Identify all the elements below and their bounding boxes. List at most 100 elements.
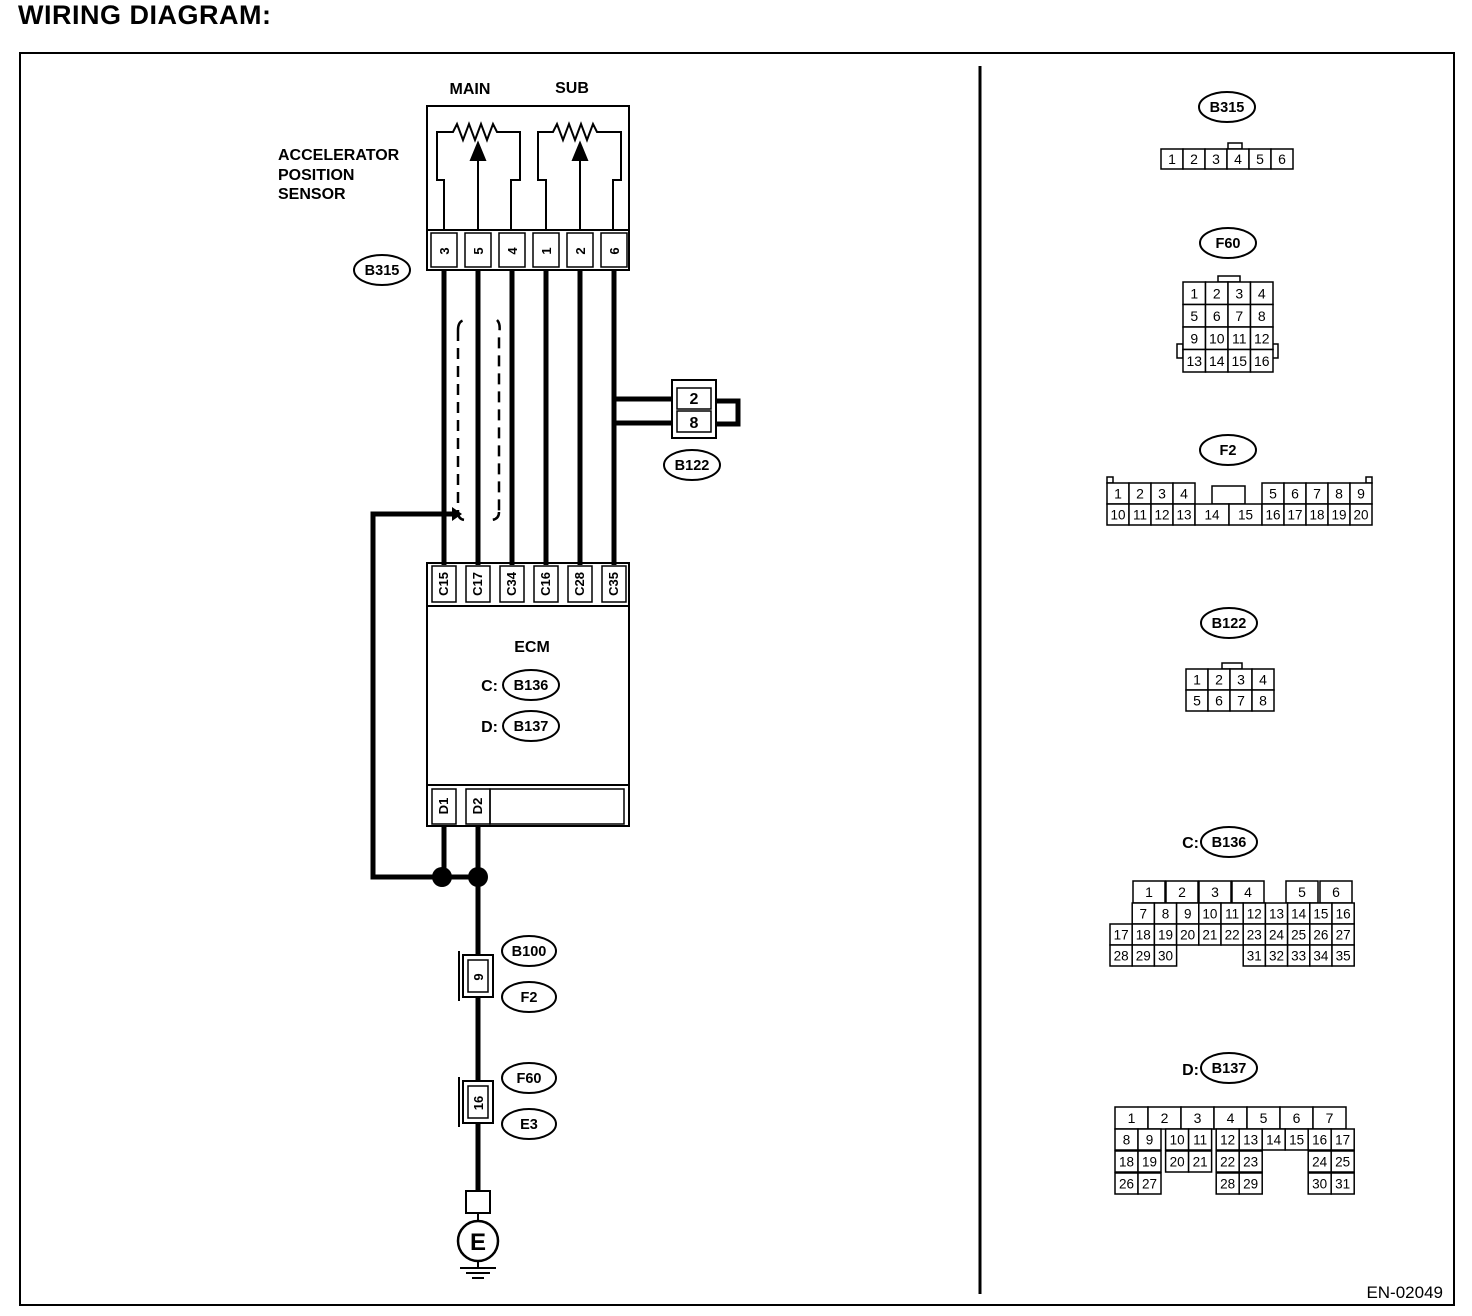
connector-pin-number: 23: [1247, 927, 1262, 942]
connector-pin-number: 20: [1180, 927, 1195, 942]
ecm-c-pin-label: C35: [606, 572, 621, 596]
connector-pin-number: 11: [1232, 330, 1247, 346]
connector-pin-number: 11: [1133, 507, 1147, 522]
connector-pin-number: 3: [1211, 884, 1219, 900]
connector-pin-number: 16: [1254, 353, 1270, 369]
connector-pin-number: 9: [1190, 330, 1198, 346]
connector-pin-number: 20: [1353, 507, 1368, 522]
connector-pin-number: 6: [1332, 884, 1340, 900]
connector-pin-number: 26: [1119, 1176, 1134, 1191]
connector-pin-number: 9: [1357, 486, 1365, 502]
connector-pin-number: 20: [1170, 1154, 1185, 1169]
connector-pin-number: 21: [1193, 1154, 1208, 1169]
connector-pin-number: 7: [1235, 308, 1243, 324]
connector-pin-cell: [1137, 1150, 1162, 1173]
ecm-c-pin-label: C16: [538, 572, 553, 596]
connector-pin-number: 23: [1243, 1154, 1258, 1169]
connector-pin-number: 3: [1237, 672, 1245, 688]
ground-connector-1-name: F2: [521, 990, 538, 1006]
connector-pin-cell: [1153, 944, 1178, 967]
connector-name-badge: [1200, 1052, 1258, 1084]
sensor-pin-label: 4: [505, 247, 520, 255]
connector-pin-number: 5: [1260, 1110, 1268, 1126]
connector-prefix: D:: [1182, 1062, 1199, 1079]
connector-pin-number: 14: [1291, 906, 1307, 921]
connector-pin-number: 5: [1256, 151, 1264, 167]
connector-pin-number: 22: [1225, 927, 1240, 942]
ecm-c-pin-label: C17: [470, 572, 485, 596]
connector-pin-cell: [1251, 689, 1275, 712]
main-potentiometer: [436, 121, 521, 230]
ecm-c-pin-label: C28: [572, 572, 587, 596]
connector-pin-number: 28: [1220, 1176, 1235, 1191]
connector-pin-number: 19: [1331, 507, 1346, 522]
connector-name: B122: [1212, 616, 1247, 632]
connector-pin-number: 18: [1119, 1154, 1134, 1169]
sensor-connector-name: B315: [365, 263, 400, 279]
connector-pin-number: 27: [1336, 927, 1351, 942]
ground-terminal: E: [456, 1190, 500, 1279]
connector-pin-number: 8: [1258, 308, 1266, 324]
ecm-d-pin-label: D2: [470, 798, 485, 815]
connector-latch: [1106, 476, 1114, 484]
connector-pin-cell: [1137, 1128, 1162, 1151]
ground-connector-1-pin: 9: [471, 973, 486, 980]
connector-pin-cell: [1330, 1150, 1355, 1173]
connector-pin-cell: [1238, 1172, 1263, 1195]
splice-point: [432, 867, 452, 887]
connector-pin-number: 33: [1291, 948, 1306, 963]
connector-name: F60: [1216, 236, 1241, 252]
connector-pin-number: 6: [1278, 151, 1286, 167]
connector-pin-number: 5: [1269, 486, 1277, 502]
connector-pin-number: 1: [1145, 884, 1153, 900]
connector-pin-number: 7: [1140, 906, 1148, 921]
connector-prefix: C:: [1182, 835, 1199, 852]
connector-pin-cell: [1187, 1150, 1213, 1173]
ecm-connector-d: B137: [514, 719, 549, 735]
shield-arrow: [452, 507, 462, 521]
sensor-label-line-2: POSITION: [278, 167, 354, 184]
ground-label: E: [470, 1229, 486, 1256]
wire-to-joint-pin2: [611, 396, 678, 402]
ecm-d-pin-label: D1: [436, 798, 451, 815]
connector-pin-number: 13: [1176, 507, 1191, 522]
connector-pin-number: 4: [1227, 1110, 1235, 1126]
joint-connector-b122: 2 8 B122: [663, 379, 741, 481]
ecm-c-pin-label: C15: [436, 572, 451, 596]
connector-pin-number: 10: [1209, 330, 1225, 346]
sensor-connector-ref: B315: [353, 254, 411, 286]
connector-pin-number: 12: [1247, 906, 1262, 921]
connector-pin-number: 17: [1287, 507, 1302, 522]
connector-pin-number: 7: [1313, 486, 1321, 502]
joint-pin-label: 2: [690, 391, 699, 408]
accelerator-position-sensor: ACCELERATOR POSITION SENSOR MAIN SUB 3: [278, 80, 630, 286]
connector-pin-number: 12: [1220, 1132, 1235, 1147]
connector-pin-number: 8: [1335, 486, 1343, 502]
connector-pin-number: 25: [1335, 1154, 1350, 1169]
ecm-c-pin-label: C34: [504, 571, 519, 596]
connector-pin-number: 3: [1235, 285, 1243, 301]
sensor-connector-pins: 3 5 4 1 2 6: [426, 229, 630, 271]
connector-pin-number: 1: [1114, 486, 1122, 502]
connector-pin-number: 7: [1237, 693, 1245, 709]
connector-pin-cell: [1249, 348, 1274, 373]
connector-pin-number: 9: [1146, 1132, 1154, 1147]
connector-latch: [1217, 275, 1241, 283]
connector-pin-number: 32: [1269, 948, 1284, 963]
connector-pin-number: 7: [1326, 1110, 1334, 1126]
connector-pin-number: 8: [1162, 906, 1170, 921]
ecm-c-prefix: C:: [481, 678, 498, 695]
connector-name-badge: [1200, 826, 1258, 858]
sensor-label-line-1: ACCELERATOR: [278, 147, 400, 164]
connector-pin-number: 8: [1259, 693, 1267, 709]
ground-connector-2-pin: 16: [471, 1096, 486, 1110]
connector-pin-number: 1: [1193, 672, 1201, 688]
connector-pin-number: 6: [1215, 693, 1223, 709]
figure-code: EN-02049: [1366, 1283, 1443, 1302]
connector-pin-number: 2: [1190, 151, 1198, 167]
connector-pin-number: 30: [1158, 948, 1173, 963]
connector-pin-number: 11: [1193, 1132, 1207, 1147]
connector-pin-number: 14: [1266, 1132, 1282, 1147]
connector-name-badge: [1198, 91, 1256, 123]
